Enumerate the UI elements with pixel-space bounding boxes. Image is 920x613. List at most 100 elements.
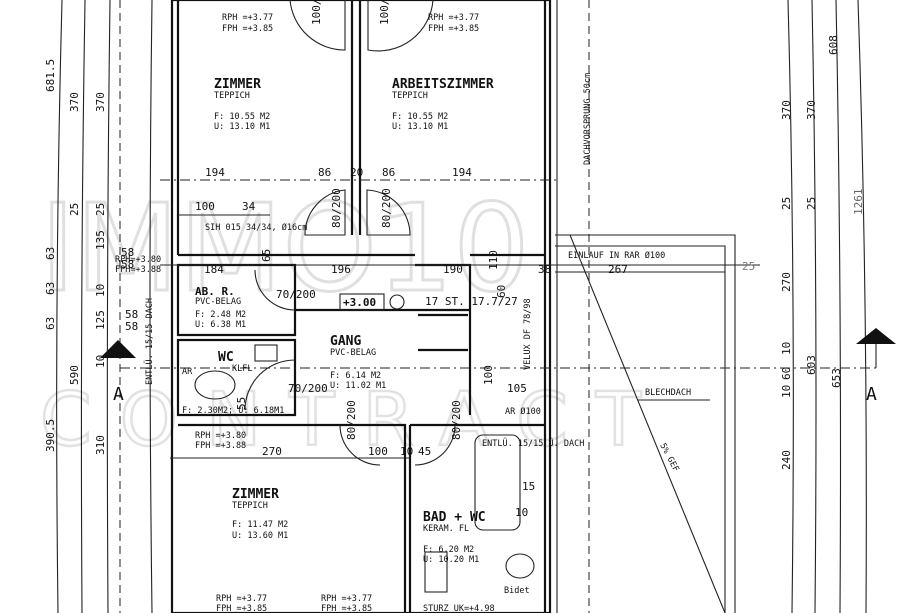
door-swings (244, 0, 456, 466)
dimensions-horizontal_mid-0-label: 100 (195, 200, 215, 213)
section-arrow-right-icon (856, 328, 896, 344)
dimensions-right-1-label: 370 (780, 100, 793, 120)
room-zimmer-top: RPH =+3.77 FPH =+3.85 ZIMMER TEPPICH F: … (214, 13, 273, 132)
dimensions-left-14-label: 310 (94, 435, 107, 455)
section-arrow-left-icon (100, 340, 136, 358)
dimensions-horizontal_mid-8-label: 105 (507, 382, 527, 395)
path-mark (857, 0, 867, 613)
rooms-zimmer_bottom-perimeter-label: U: 13.60 M1 (232, 531, 288, 541)
path-mark (178, 423, 545, 613)
path-mark (569, 234, 726, 613)
dimensions-horizontal_bottom-4-label: 15 (522, 480, 535, 493)
path-mark (367, 0, 434, 52)
path-mark (106, 0, 111, 613)
dimensions-horizontal_mid-7-label: 25 (742, 260, 755, 273)
rooms-arbeitszimmer-floor-label: TEPPICH (392, 91, 428, 101)
path-mark (149, 0, 153, 613)
dimensions-left-11-label: 10 (94, 355, 107, 368)
door-dimensions: 100/235 100/235 80/200 80/200 70/200 65 … (235, 0, 508, 440)
dimensions-right-3-label: 25 (780, 197, 793, 210)
rooms-zimmer_top-area-label: F: 10.55 M2 (214, 112, 270, 122)
annotations-velux-label: VELUX DF 78/98 (523, 298, 533, 370)
rooms-bad-sturz-label: STURZ UK=+4.98 (423, 604, 495, 613)
dimensions-doors-1-label: 100/235 (378, 0, 391, 25)
path-mark (254, 269, 296, 311)
rooms-zimmer_bottom-area-label: F: 11.47 M2 (232, 520, 288, 530)
rooms-arbeitszimmer-perimeter-label: U: 13.10 M1 (392, 122, 448, 132)
rooms-gang-name-label: GANG (330, 334, 361, 349)
rooms-bad-floor-label: KERAM. FL (423, 524, 469, 534)
dimensions-right-7-label: 10 (780, 342, 793, 355)
room-wc: WC KLFL F: 2.30M2; U: 6.18M1 (182, 350, 284, 416)
rooms-zimmer_bottom-rph3-label: RPH =+3.77 (321, 594, 372, 604)
level-box (339, 293, 385, 311)
rooms-abr-name-label: AB. R. (195, 285, 235, 298)
dimensions-horizontal_mid-4-label: 190 (443, 263, 463, 276)
dimensions-left-8-label: 135 (94, 230, 107, 250)
dimensions-horizontal_mid-5-label: 38 (538, 263, 551, 276)
dimensions-horizontal_bottom-0-label: 270 (262, 445, 282, 458)
dimensions-right-2-label: 370 (805, 100, 818, 120)
dimensions-left-4-label: 25 (94, 203, 107, 216)
dimensions-doors-5-label: 65 (260, 249, 273, 262)
dimensions-left-2-label: 370 (94, 92, 107, 112)
path-mark (811, 0, 817, 613)
dimensions-left-13-label: 390.5 (44, 419, 57, 452)
dimensions-doors-2-label: 80/200 (330, 188, 343, 228)
path-mark (244, 359, 296, 411)
annotations-sih-label: SIH 015 34/34, Ø16cm (205, 222, 307, 233)
dimensions-horizontal_top-2-label: 20 (350, 166, 363, 179)
rooms-zimmer_bottom-name-label: ZIMMER (232, 487, 279, 502)
path-mark (289, 0, 346, 51)
dimensions-horizontal_top-3-label: 86 (382, 166, 395, 179)
path-mark (555, 234, 736, 613)
path-mark (304, 189, 346, 236)
room-gang: GANG PVC-BELAG F: 6.14 M2 U: 11.02 M1 (330, 334, 386, 391)
path-mark (56, 0, 63, 613)
annotations-entlu_left-label: ENTLÜ. 15/15 DACH (144, 298, 155, 385)
room-abstellraum: AB. R. PVC-BELAG F: 2.48 M2 U: 6.38 M1 (195, 285, 246, 330)
dimensions-doors-4-label: 70/200 (276, 288, 316, 301)
dimensions-left-12-label: 590 (68, 365, 81, 385)
rooms-bad-area-label: F: 6.20 M2 (423, 545, 474, 555)
dimensions-left_small-3-label: 58 (125, 320, 138, 333)
dimensions-horizontal_bottom-1-label: 100 (368, 445, 388, 458)
rooms-zimmer_top-name-label: ZIMMER (214, 77, 261, 92)
rooms-arbeitszimmer-name-label: ARBEITSZIMMER (392, 77, 494, 92)
dimensions-horizontal_bottom-2-label: 10 (400, 445, 413, 458)
rooms-abr-perimeter-label: U: 6.38 M1 (195, 320, 246, 330)
rooms-zimmer_bottom-rph2-label: RPH =+3.77 (216, 594, 267, 604)
dimensions-horizontal_top-1-label: 86 (318, 166, 331, 179)
dimensions-right-0-label: 608 (827, 35, 840, 55)
path-mark (414, 424, 456, 466)
annotations-rph_left-label: RPH=+3.80 (115, 255, 161, 265)
path-mark (366, 189, 411, 236)
dimensions-right-5-label: 1261 (852, 189, 865, 216)
dimensions-left-5-label: 63 (44, 247, 57, 260)
annotations-entlu_bad-label: ENTLÜ. 15/15 Ü. DACH (482, 438, 584, 449)
watermark-logo-text: IMMO10 (40, 180, 530, 319)
rooms-bad-name-label: BAD + WC (423, 510, 486, 525)
dimensions-doors-8-label: 80/200 (345, 400, 358, 440)
dimensions-left-1-label: 370 (68, 92, 81, 112)
dimensions-doors-3-label: 80/200 (380, 188, 393, 228)
dimensions-left: 681.5 370 370 25 25 63 63 63 135 10 125 … (44, 59, 138, 455)
dimensions-left-6-label: 63 (44, 282, 57, 295)
path-mark (176, 338, 297, 417)
rooms-abr-area-label: F: 2.48 M2 (195, 310, 246, 320)
section-label-left: A (113, 384, 124, 405)
dimensions-horizontal_mid-2-label: 184 (204, 263, 224, 276)
path-mark (787, 0, 794, 613)
annotations-einlauf-label: EINLAUF IN RAR Ø100 (568, 250, 665, 261)
annotations-dachvorsprung-label: DACHVORSPRUNG 50cm (583, 73, 593, 165)
rooms-zimmer_top-fph-label: FPH =+3.85 (222, 24, 273, 34)
dimensions-doors-0-label: 100/235 (310, 0, 323, 25)
annotations-ar_right-label: AR Ø100 (505, 406, 541, 417)
rooms-gang-floor-label: PVC-BELAG (330, 348, 376, 358)
dimensions-doors-9-label: 80/200 (450, 400, 463, 440)
dimensions-doors-10-label: 60 (495, 285, 508, 298)
section-line-a: A A (100, 328, 896, 405)
rooms-zimmer_bottom-fph2-label: FPH =+3.85 (216, 604, 267, 613)
room-bad: BAD + WC KERAM. FL F: 6.20 M2 U: 10.20 M… (423, 510, 530, 613)
